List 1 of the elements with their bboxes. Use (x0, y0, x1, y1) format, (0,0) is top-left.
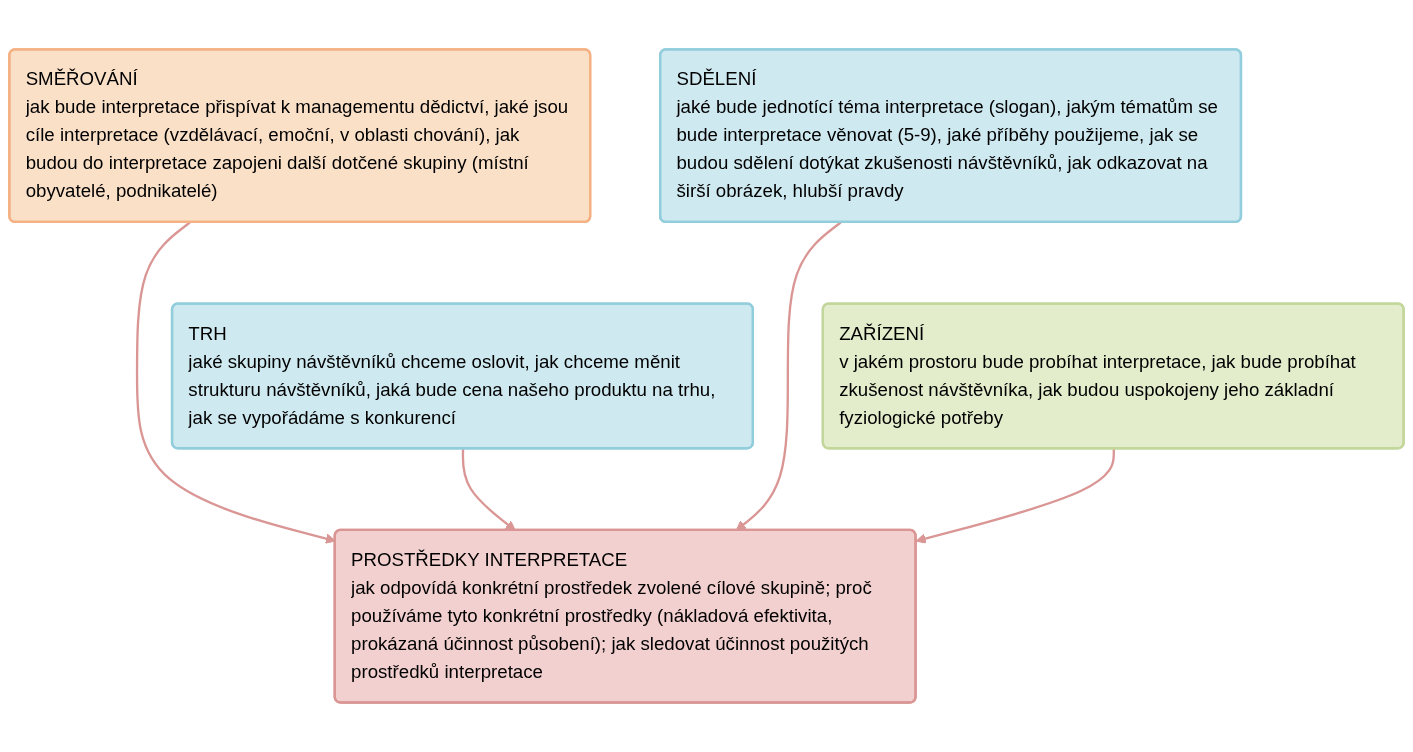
arrow (915, 448, 1115, 544)
